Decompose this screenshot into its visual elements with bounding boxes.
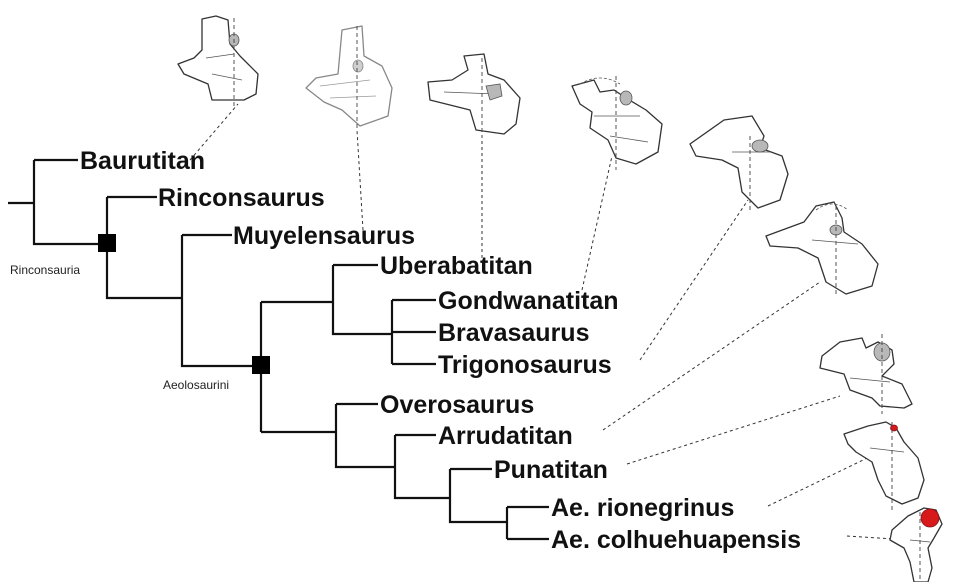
vertebra-icon-overosaurus — [820, 334, 912, 414]
tree-branches — [8, 160, 549, 539]
aeolosaurini-node-marker — [252, 356, 270, 374]
leader-arrudatitan — [627, 396, 840, 464]
vertebra-icon-ae-colhuehuapensis — [890, 508, 942, 582]
vertebra-icon-arrudatitan — [766, 202, 878, 296]
leader-trigonosaurus — [640, 200, 748, 360]
label-aeolosaurini: Aeolosaurini — [163, 378, 229, 392]
label-baurutitan: Baurutitan — [80, 147, 205, 175]
vertebra-icon-uberabatitan — [428, 54, 520, 138]
vertebra-icon-muyelensaurus — [306, 26, 392, 130]
label-ae-rionegrinus: Ae. rionegrinus — [551, 494, 734, 522]
leader-gondwanatitan — [582, 156, 612, 290]
label-ae-colhuehuapensis: Ae. colhuehuapensis — [551, 526, 801, 554]
label-uberabatitan: Uberabatitan — [380, 252, 533, 280]
rinconsauria-vertical — [107, 197, 182, 298]
label-arrudatitan: Arrudatitan — [438, 422, 573, 450]
label-muyelensaurus: Muyelensaurus — [233, 222, 415, 250]
label-trigonosaurus: Trigonosaurus — [438, 351, 612, 379]
leader-muyelensaurus — [357, 130, 363, 230]
label-bravasaurus: Bravasaurus — [438, 319, 589, 347]
label-rinconsaurus: Rinconsaurus — [158, 184, 325, 212]
rinconsauria-node-marker — [98, 234, 116, 252]
leader-overosaurus — [603, 282, 820, 430]
red-facet-punatitan — [891, 425, 898, 431]
red-facet-ae-colhuehuapensis — [921, 509, 939, 527]
vertebra-icon-baurutitan — [178, 16, 258, 106]
muyelensaurus-split-vertical — [182, 235, 261, 366]
label-gondwanatitan: Gondwanatitan — [438, 287, 619, 315]
vertebra-icon-punatitan — [844, 422, 924, 512]
label-rinconsauria: Rinconsauria — [10, 263, 80, 277]
vertebra-icon-gondwanatitan — [572, 76, 662, 170]
label-overosaurus: Overosaurus — [380, 391, 534, 419]
label-punatitan: Punatitan — [494, 456, 608, 484]
taxon-labels: Baurutitan Rinconsaurus Muyelensaurus Ub… — [80, 147, 801, 554]
vertebra-icon-trigonosaurus — [690, 116, 788, 210]
